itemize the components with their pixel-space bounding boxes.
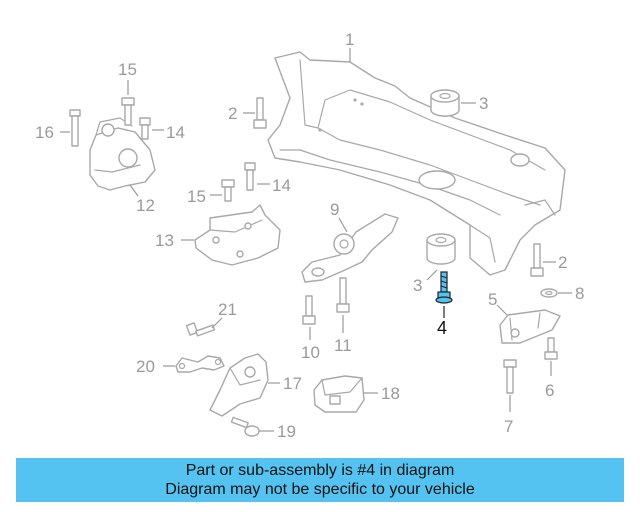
callout-5: 5 [488,290,497,309]
bolt-part-6[interactable] [544,337,558,360]
subframe-part-1[interactable] [267,51,566,276]
callout-2-upper: 2 [228,104,237,123]
callout-18: 18 [381,384,400,403]
callout-11: 11 [334,336,352,355]
callout-21: 21 [218,300,237,319]
stud-part-16[interactable] [69,109,81,147]
bolt-part-14-lower[interactable] [244,162,256,191]
callout-20: 20 [136,357,155,376]
callout-14-lower: 14 [272,176,291,195]
bolt-part-7[interactable] [503,359,517,394]
callout-6: 6 [545,381,554,400]
engine-mount-part-12[interactable] [89,117,156,191]
callout-14-upper: 14 [166,123,185,142]
callout-3-upper: 3 [479,94,488,113]
bolt-part-14-upper[interactable] [139,117,151,140]
bracket-part-17[interactable] [209,353,269,417]
callout-16: 16 [35,123,54,142]
callout-19: 19 [277,422,296,441]
banner-line-1: Part or sub-assembly is #4 in diagram [185,462,455,479]
bolt-part-10[interactable] [302,295,316,325]
bolt-part-11[interactable] [336,277,350,313]
bolt-part-2-right[interactable] [530,243,544,277]
callout-15-lower: 15 [187,187,206,206]
bracket-part-5[interactable] [499,309,561,344]
banner-line-2: Diagram may not be specific to your vehi… [165,481,475,498]
callout-13: 13 [155,231,174,250]
bolt-part-21[interactable] [185,322,216,337]
callout-15-upper: 15 [118,60,137,79]
callout-2-right: 2 [558,253,567,272]
callout-7: 7 [504,417,513,436]
washer-part-8[interactable] [540,288,558,298]
bolt-part-2-upper[interactable] [253,97,267,129]
callout-1: 1 [345,30,354,49]
bolt-part-15-upper[interactable] [121,97,135,126]
callout-12: 12 [136,196,155,215]
parts-diagram: 1 2 3 15 16 14 12 15 14 13 9 3 4 2 8 5 6… [35,30,584,441]
callout-10: 10 [301,343,320,362]
callout-labels: 1 2 3 15 16 14 12 15 14 13 9 3 4 2 8 5 6… [35,30,584,441]
bracket-part-13[interactable] [194,204,281,266]
bolt-part-15-lower[interactable] [221,179,235,202]
bushing-part-3-lower[interactable] [426,233,456,265]
callout-9: 9 [330,200,339,219]
bolt-part-4-highlighted[interactable] [435,271,453,304]
info-banner: Part or sub-assembly is #4 in diagram Di… [16,458,624,502]
callout-8: 8 [575,284,584,303]
callout-17: 17 [283,374,302,393]
bushing-part-3-upper[interactable] [430,89,460,117]
torque-rod-part-9[interactable] [301,213,399,283]
bolt-part-19[interactable] [230,416,260,437]
callout-3-lower: 3 [413,276,422,295]
callout-4: 4 [437,318,447,338]
bracket-part-18[interactable] [313,375,365,413]
link-part-20[interactable] [175,355,225,373]
